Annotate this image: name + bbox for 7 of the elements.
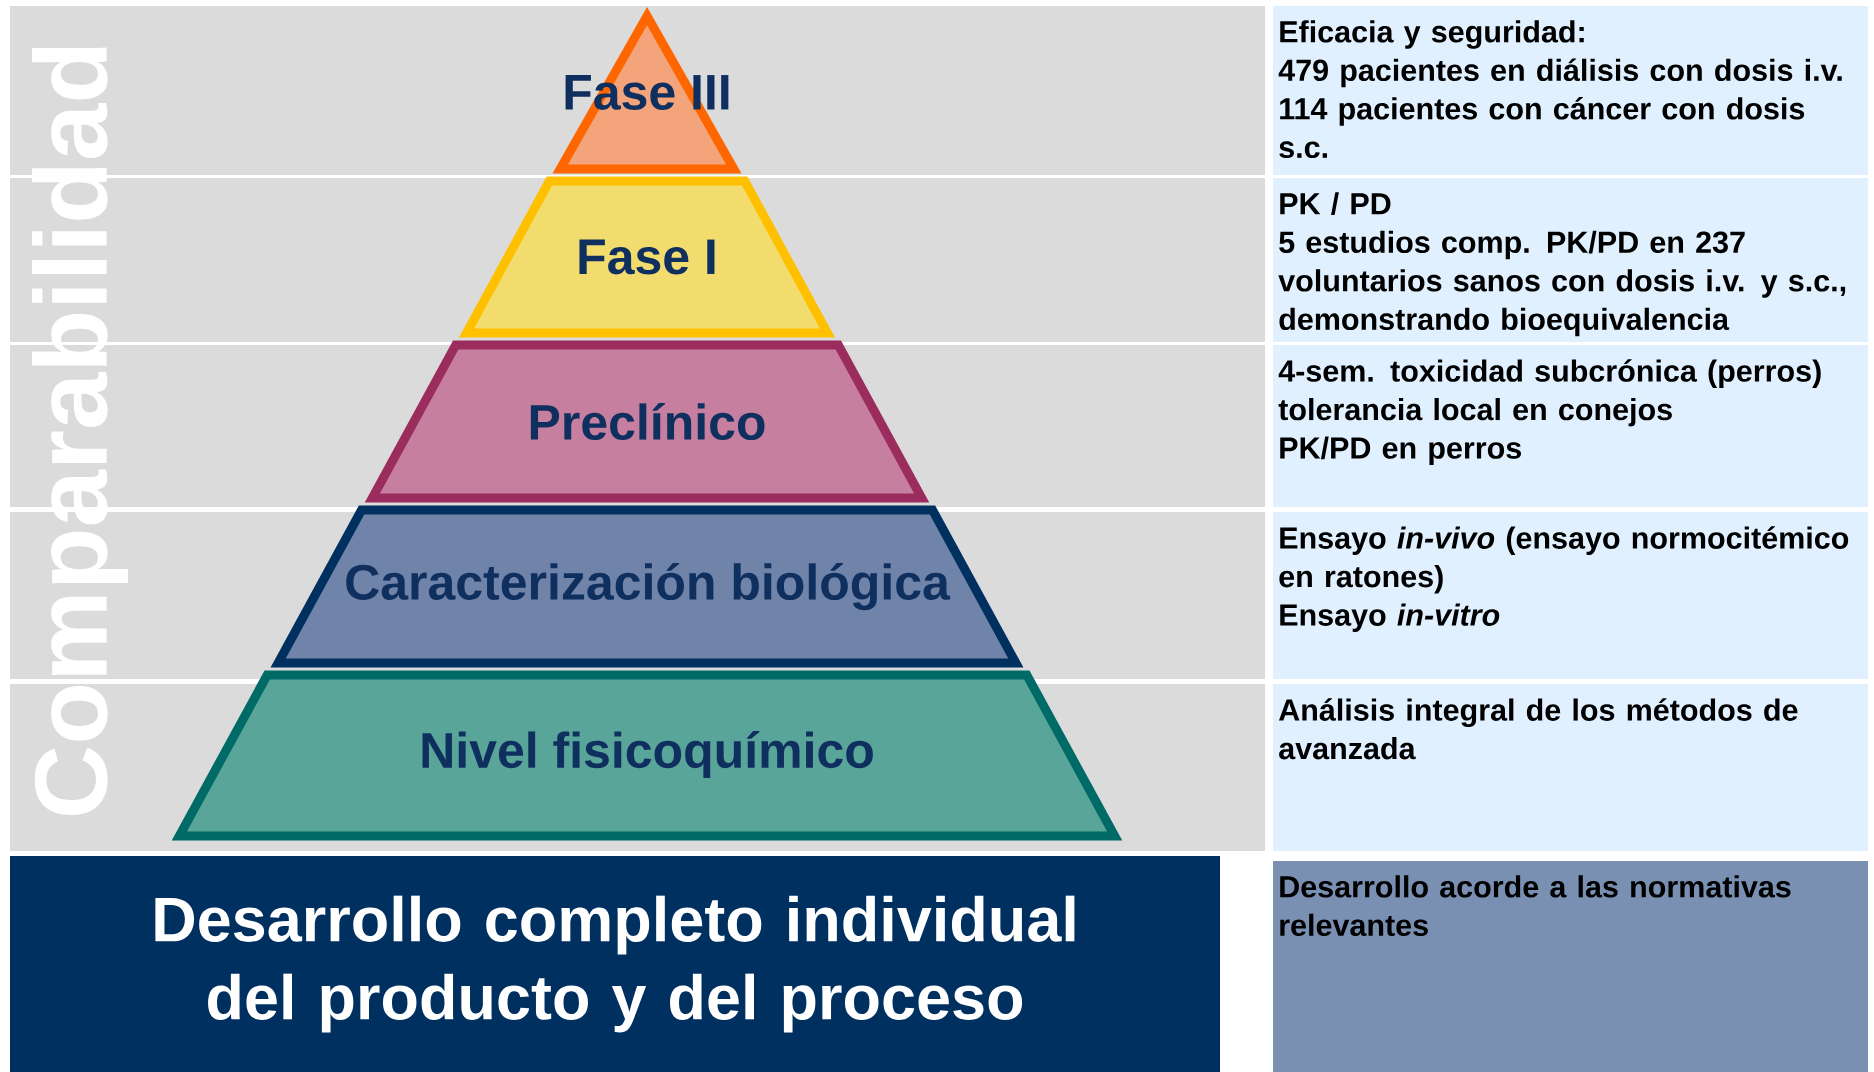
base-band: Desarrollo completo individual del producto y del proceso	[10, 856, 1220, 1072]
description-box: 4-sem. toxicidad subcrónica (perros) tolerancia local en conejos PK/PD en perros	[1273, 345, 1868, 507]
description-box: PK / PD 5 estudios comp. PK/PD en 237 voluntarios sanos con dosis i.v. y s.c., demonstrando bioequivalencia	[1273, 178, 1868, 342]
description-box: Desarrollo acorde a las normativas relevantes	[1273, 861, 1868, 1072]
description-box: Análisis integral de los métodos de avanzada	[1273, 684, 1868, 851]
description-box: Eficacia y seguridad: 479 pacientes en diálisis con dosis i.v. 114 pacientes con cáncer con dosis s.c.	[1273, 6, 1868, 175]
description-box: Ensayo in-vivo (ensayo normocitémico en ratones) Ensayo in-vitro	[1273, 512, 1868, 679]
